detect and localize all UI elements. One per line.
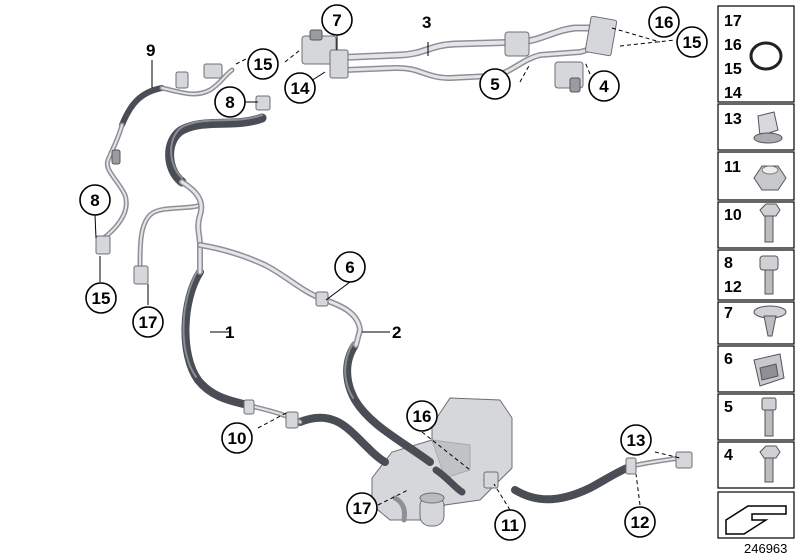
svg-text:13: 13 [724, 111, 742, 128]
hose-lines [119, 85, 636, 504]
metal-pipes [101, 24, 693, 523]
callout-13: 13 [620, 424, 652, 456]
svg-text:15: 15 [254, 55, 273, 74]
bolt-icon [761, 397, 777, 437]
legend-cell-11: 11 [717, 151, 795, 201]
o-ring-seal-icon [749, 41, 783, 71]
legend-cell-seals: 17 16 15 14 [717, 5, 795, 103]
svg-text:10: 10 [228, 429, 247, 448]
svg-text:7: 7 [332, 11, 341, 30]
svg-text:8: 8 [225, 93, 234, 112]
legend-cell-5: 5 [717, 393, 795, 441]
callout-17-bottom: 17 [346, 492, 378, 524]
callout-11: 11 [494, 509, 526, 541]
callout-2: 2 [392, 323, 401, 342]
legend-cell-arrow [717, 491, 795, 539]
svg-text:12: 12 [631, 513, 650, 532]
svg-text:4: 4 [599, 77, 609, 96]
svg-text:11: 11 [724, 159, 741, 176]
callout-16-top: 16 [648, 6, 680, 38]
parts-legend: 17 16 15 14 13 11 10 [717, 5, 795, 556]
callout-10: 10 [221, 422, 253, 454]
legend-cell-7: 7 [717, 301, 795, 345]
hex-nut-icon [753, 165, 787, 191]
bolt-icon [759, 203, 781, 243]
callout-15-right: 15 [676, 26, 708, 58]
callout-8-left: 8 [79, 184, 111, 216]
callout-9: 9 [146, 41, 155, 60]
callout-16-bottom: 16 [406, 400, 438, 432]
callout-15-top: 15 [247, 48, 279, 80]
svg-text:14: 14 [724, 85, 742, 102]
svg-text:8: 8 [90, 191, 99, 210]
callout-3: 3 [422, 13, 431, 32]
callout-14: 14 [284, 72, 316, 104]
callout-12: 12 [624, 506, 656, 538]
bolt-icon [759, 255, 779, 295]
svg-text:5: 5 [724, 399, 733, 416]
callout-1: 1 [225, 323, 234, 342]
callout-8-top: 8 [214, 86, 246, 118]
diagram-id: 246963 [744, 541, 787, 556]
svg-text:7: 7 [724, 305, 733, 322]
compressor-assembly [371, 397, 513, 527]
bolt-icon [759, 445, 781, 483]
svg-text:15: 15 [683, 33, 702, 52]
bracket-clip-icon [753, 353, 785, 387]
legend-cell-4: 4 [717, 441, 795, 489]
callout-15-left: 15 [85, 282, 117, 314]
svg-text:8: 8 [724, 255, 733, 272]
direction-arrow-icon [725, 505, 787, 535]
svg-text:17: 17 [139, 313, 158, 332]
svg-text:12: 12 [724, 279, 742, 296]
callout-7: 7 [321, 4, 353, 36]
legend-cell-13: 13 [717, 103, 795, 151]
hose-clip-icon [753, 111, 783, 144]
svg-text:16: 16 [655, 13, 674, 32]
svg-text:14: 14 [291, 79, 310, 98]
svg-text:10: 10 [724, 207, 742, 224]
svg-text:16: 16 [413, 407, 432, 426]
svg-text:6: 6 [345, 258, 354, 277]
svg-text:17: 17 [724, 13, 742, 30]
fittings [95, 15, 693, 489]
callout-4: 4 [588, 70, 620, 102]
callout-17-left: 17 [132, 306, 164, 338]
svg-text:15: 15 [724, 61, 742, 78]
leader-lines [94, 27, 681, 511]
legend-cell-10: 10 [717, 201, 795, 249]
svg-text:15: 15 [92, 289, 111, 308]
legend-cell-6: 6 [717, 345, 795, 393]
expanding-rivet-icon [753, 305, 787, 337]
svg-text:5: 5 [490, 75, 499, 94]
legend-cell-8-12: 8 12 [717, 249, 795, 301]
callouts: 1 2 3 9 7 15 14 8 5 4 16 [79, 4, 708, 541]
svg-text:17: 17 [353, 499, 372, 518]
svg-text:13: 13 [627, 431, 646, 450]
svg-text:4: 4 [724, 447, 733, 464]
svg-text:11: 11 [501, 516, 519, 535]
callout-5: 5 [479, 68, 511, 100]
callout-6: 6 [334, 251, 366, 283]
svg-text:16: 16 [724, 37, 742, 54]
svg-text:6: 6 [724, 351, 733, 368]
